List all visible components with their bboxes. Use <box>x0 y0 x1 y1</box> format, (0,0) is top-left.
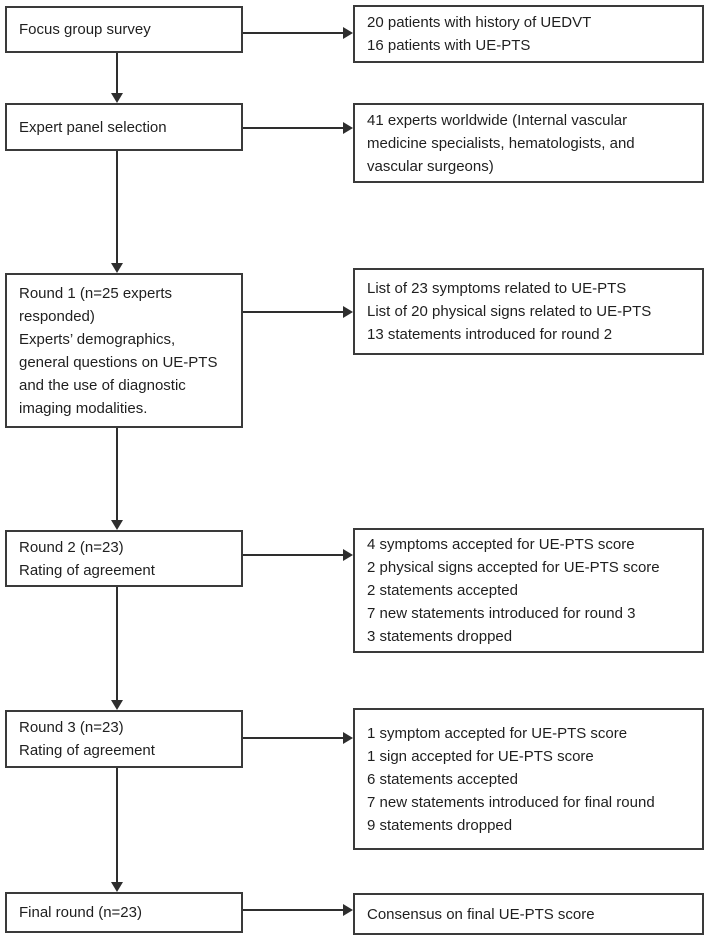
stage-box-focus-group-survey: Focus group survey <box>5 6 243 53</box>
detail-box-round-3: 1 symptom accepted for UE-PTS score 1 si… <box>353 708 704 850</box>
stage-box-final-round-text: Final round (n=23) <box>19 904 142 921</box>
detail-box-final-round: Consensus on final UE-PTS score <box>353 893 704 935</box>
stage-box-round-2: Round 2 (n=23) Rating of agreement <box>5 530 243 587</box>
detail-box-expert-panel-selection-text: 41 experts worldwide (Internal vascular … <box>367 111 635 175</box>
right-arrow-round-2-to-details <box>243 549 353 561</box>
detail-box-expert-panel-selection: 41 experts worldwide (Internal vascular … <box>353 103 704 183</box>
right-arrow-round-1-to-details <box>243 306 353 318</box>
stage-box-round-3-text: Round 3 (n=23) Rating of agreement <box>19 719 155 759</box>
detail-box-round-1-text: List of 23 symptoms related to UE-PTS Li… <box>367 280 652 343</box>
detail-box-final-round-text: Consensus on final UE-PTS score <box>367 905 595 923</box>
detail-box-focus-group-survey-text: 20 patients with history of UEDVT 16 pat… <box>367 14 592 54</box>
right-arrow-focus-group-to-details <box>243 27 353 39</box>
stage-box-final-round: Final round (n=23) <box>5 892 243 933</box>
down-arrow-to-final-round <box>111 768 123 892</box>
detail-box-round-1: List of 23 symptoms related to UE-PTS Li… <box>353 268 704 355</box>
right-arrow-final-round-to-details <box>243 904 353 916</box>
detail-box-round-3-text: 1 symptom accepted for UE-PTS score 1 si… <box>367 724 655 834</box>
detail-box-focus-group-survey: 20 patients with history of UEDVT 16 pat… <box>353 5 704 63</box>
down-arrow-to-round-2 <box>111 428 123 530</box>
stage-box-round-2-text: Round 2 (n=23) Rating of agreement <box>19 538 155 579</box>
down-arrow-to-round-3 <box>111 587 123 710</box>
down-arrow-to-round-1 <box>111 151 123 273</box>
detail-box-round-2: 4 symptoms accepted for UE-PTS score 2 p… <box>353 528 704 653</box>
stage-box-round-1: Round 1 (n=25 experts responded) Experts… <box>5 273 243 428</box>
stage-box-expert-panel-selection-text: Expert panel selection <box>19 118 167 136</box>
stage-box-focus-group-survey-text: Focus group survey <box>19 21 151 38</box>
right-arrow-round-3-to-details <box>243 732 353 744</box>
stage-box-round-3: Round 3 (n=23) Rating of agreement <box>5 710 243 768</box>
detail-box-round-2-text: 4 symptoms accepted for UE-PTS score 2 p… <box>367 536 660 645</box>
stage-box-round-1-text: Round 1 (n=25 experts responded) Experts… <box>19 284 218 417</box>
stage-box-expert-panel-selection: Expert panel selection <box>5 103 243 151</box>
right-arrow-expert-panel-to-details <box>243 122 353 134</box>
down-arrow-to-expert-panel <box>111 53 123 103</box>
